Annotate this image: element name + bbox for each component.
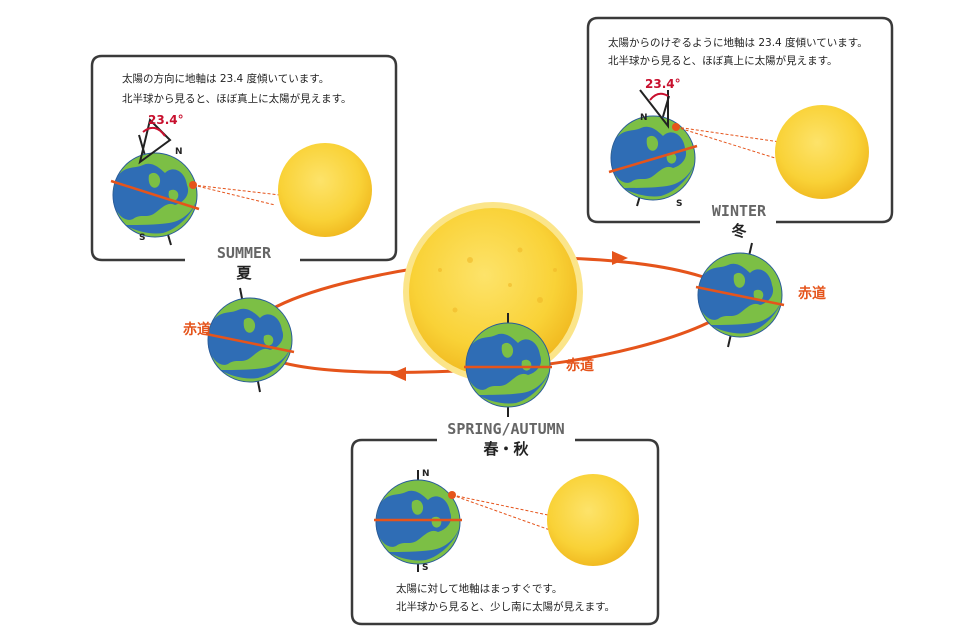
- winter-title-en: WINTER: [712, 202, 767, 220]
- winter-earth: [695, 242, 785, 348]
- summer-equator-label: 赤道: [183, 321, 211, 338]
- orbit-arrow-left: [390, 367, 406, 381]
- winter-north-label: N: [640, 113, 648, 123]
- winter-box: 太陽からのけぞるように地軸は 23.4 度傾いています。 北半球から見ると、ほぼ…: [586, 16, 894, 224]
- summer-north-label: N: [175, 147, 183, 157]
- winter-south-label: S: [676, 199, 682, 209]
- spring-equator-label: 赤道: [566, 357, 594, 374]
- summer-angle-label: 23.4°: [148, 113, 184, 127]
- summer-earth: [205, 287, 295, 393]
- spring-autumn-earth: [464, 313, 552, 417]
- spring-title-en: SPRING/AUTUMN: [447, 420, 564, 438]
- winter-title-jp: 冬: [731, 222, 746, 240]
- summer-south-label: S: [139, 233, 145, 243]
- spring-box-sun: [547, 474, 639, 566]
- winter-box-line1: 太陽からのけぞるように地軸は 23.4 度傾いています。: [608, 36, 868, 49]
- summer-title-en: SUMMER: [217, 244, 272, 262]
- spring-autumn-box: N S 太陽に対して地軸はまっすぐです。 北半球から見ると、少し南に太陽が見えま…: [350, 438, 660, 626]
- orbit-arrow-right: [612, 251, 628, 265]
- spring-box-earth: [374, 470, 462, 572]
- summer-box-line2: 北半球から見ると、ほぼ真上に太陽が見えます。: [122, 92, 352, 105]
- spring-box-line1: 太陽に対して地軸はまっすぐです。: [396, 582, 562, 595]
- spring-title-jp: 春・秋: [483, 440, 529, 458]
- winter-angle-label: 23.4°: [645, 77, 681, 91]
- summer-angle-arc: [142, 126, 166, 137]
- spring-north-label: N: [422, 469, 430, 479]
- summer-box-sun: [278, 143, 372, 237]
- summer-box-earth: [110, 134, 200, 246]
- winter-box-sun: [775, 105, 869, 199]
- winter-equator-label: 赤道: [798, 285, 826, 302]
- summer-title-jp: 夏: [235, 264, 252, 282]
- winter-box-line2: 北半球から見ると、ほぼ真上に太陽が見えます。: [608, 54, 838, 67]
- spring-south-label: S: [422, 563, 428, 573]
- spring-box-line2: 北半球から見ると、少し南に太陽が見えます。: [396, 600, 615, 613]
- winter-box-earth: [608, 95, 698, 207]
- summer-box-line1: 太陽の方向に地軸は 23.4 度傾いています。: [122, 72, 329, 85]
- winter-angle-arc: [649, 92, 669, 101]
- summer-box: 太陽の方向に地軸は 23.4 度傾いています。 北半球から見ると、ほぼ真上に太陽…: [90, 54, 398, 262]
